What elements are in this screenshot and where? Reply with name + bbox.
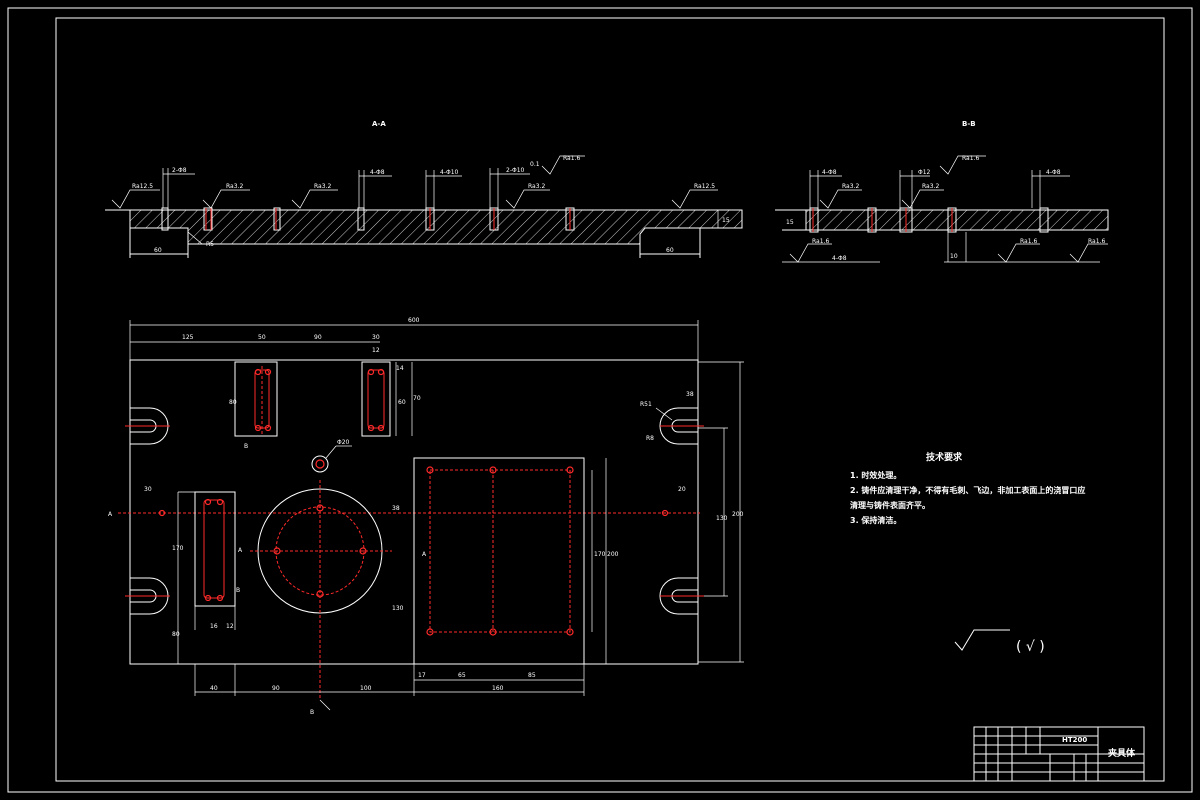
dim-right-height: 200 — [732, 511, 744, 518]
callout-aa-9: Ra1.6 — [563, 155, 580, 162]
tech-req-item-1: 1. 时效处理。 — [850, 470, 901, 480]
dim-r8: R8 — [646, 435, 654, 442]
title-block-material: HT200 — [1062, 736, 1087, 744]
section-aa-view: A-A 60 60 R5 15 — [105, 120, 743, 258]
dim-plate-130: 130 — [392, 605, 404, 612]
general-roughness-symbol: ( √ ) — [954, 629, 1045, 655]
dim-plate-38: 38 — [392, 505, 400, 512]
u-slots — [125, 407, 704, 615]
dim-r-top: 38 — [686, 391, 694, 398]
section-marker-a-left: A — [108, 511, 113, 518]
callout-bb-11: Ra1.6 — [1088, 238, 1105, 245]
callout-bb-9: 10 — [950, 253, 958, 260]
dim-bottom-65: 65 — [458, 672, 466, 679]
dim-slot3-b: 80 — [172, 631, 180, 638]
tech-req-item-2: 2. 铸件应清理干净，不得有毛刺、飞边，非加工表面上的浇冒口应 — [850, 485, 1085, 495]
dim-12: 12 — [372, 347, 380, 354]
callouts-aa: 2-Φ8 Ra12.5 Ra3.2 Ra3.2 4-Φ8 4-Φ10 2-Φ10… — [111, 155, 718, 209]
callout-aa-10: Ra12.5 — [694, 183, 715, 190]
tech-req-item-3: 清理与铸件表面齐平。 — [850, 500, 930, 510]
title-block: HT200 夹具体 — [973, 726, 1145, 782]
callout-aa-1: 2-Φ8 — [172, 167, 187, 174]
technical-requirements: 技术要求 1. 时效处理。 2. 铸件应清理干净，不得有毛刺、飞边，非加工表面上… — [850, 451, 1085, 525]
dim-bottom-85: 85 — [528, 672, 536, 679]
dim-slot3-d: 12 — [226, 623, 234, 630]
dim-slot2-c: 14 — [396, 365, 404, 372]
dim-slot1: 80 — [229, 399, 237, 406]
title-block-part-name: 夹具体 — [1108, 747, 1136, 759]
slot-block-3: 170 80 16 12 — [172, 491, 236, 664]
dim-phi20: Φ20 — [337, 439, 350, 446]
dim-aa-right: 60 — [666, 247, 674, 254]
section-marker-b-left: B — [236, 587, 240, 594]
callout-aa-2: Ra12.5 — [132, 183, 153, 190]
callout-aa-6: 4-Φ10 — [440, 169, 459, 176]
dim-slot3-a: 170 — [172, 545, 184, 552]
mounting-plate: 170 200 38 130 A — [392, 457, 619, 665]
dim-50: 50 — [258, 334, 266, 341]
bearing-boss: Φ20 A B B B — [236, 439, 392, 716]
callout-bb-7: Ra1.6 — [812, 238, 829, 245]
dim-slot2-a: 60 — [398, 399, 406, 406]
callout-aa-tol: 0.1 — [530, 161, 540, 168]
callout-bb-6: 4-Φ8 — [1046, 169, 1061, 176]
tech-req-item-4: 3. 保持清洁。 — [850, 515, 901, 525]
callout-bb-8: 4-Φ8 — [832, 255, 847, 262]
callout-aa-5: 4-Φ8 — [370, 169, 385, 176]
callout-aa-4: Ra3.2 — [314, 183, 331, 190]
plan-view: 600 125 50 90 30 12 200 130 — [108, 317, 744, 716]
inner-border — [55, 17, 1165, 782]
section-marker-a-boss: A — [238, 547, 243, 554]
dim-30: 30 — [372, 334, 380, 341]
callouts-bb: 4-Φ8 Ra3.2 Φ12 Ra3.2 Ra1.6 4-Φ8 Ra1.6 4-… — [782, 155, 1108, 263]
dim-plate-inner: 170 — [594, 551, 606, 558]
slot-block-1: 80 — [229, 361, 278, 437]
dim-right-inner: 130 — [716, 515, 728, 522]
dim-overall-width: 600 — [408, 317, 420, 324]
callout-bb-3: Φ12 — [918, 169, 931, 176]
dim-aa-left: 60 — [154, 247, 162, 254]
dim-bottom-90: 90 — [272, 685, 280, 692]
holes-aa — [161, 207, 575, 231]
dim-r51: R51 — [640, 401, 652, 408]
dim-right-x: 20 — [678, 486, 686, 493]
callout-aa-3: Ra3.2 — [226, 183, 243, 190]
callout-aa-8: Ra3.2 — [528, 183, 545, 190]
section-marker-a-plate: A — [422, 551, 427, 558]
section-marker-b-bottom: B — [310, 709, 314, 716]
section-marker-b-top: B — [244, 443, 248, 450]
callout-bb-2: Ra3.2 — [842, 183, 859, 190]
callout-aa-7: 2-Φ10 — [506, 167, 525, 174]
dim-plate-outer: 200 — [607, 551, 619, 558]
outer-border — [7, 7, 1193, 793]
roughness-suffix: ( √ ) — [1016, 639, 1045, 655]
dim-bottom-160: 160 — [492, 685, 504, 692]
tech-req-title: 技术要求 — [926, 451, 963, 463]
dim-bottom-40: 40 — [210, 685, 218, 692]
callout-bb-4: Ra3.2 — [922, 183, 939, 190]
callout-bb-1: 4-Φ8 — [822, 169, 837, 176]
dim-left-x: 30 — [144, 486, 152, 493]
dim-90: 90 — [314, 334, 322, 341]
slot-block-2: 60 70 14 — [361, 361, 421, 437]
dim-125: 125 — [182, 334, 194, 341]
section-aa-title: A-A — [372, 120, 386, 128]
dim-slot2-b: 70 — [413, 395, 421, 402]
dim-aa-radius: R5 — [206, 241, 214, 248]
section-bb-view: B-B 15 4-Φ8 Ra3.2 Φ12 Ra3.2 Ra1.6 — [775, 120, 1109, 263]
callout-bb-10: Ra1.6 — [1020, 238, 1037, 245]
dim-bottom-17: 17 — [418, 672, 426, 679]
dim-slot3-c: 16 — [210, 623, 218, 630]
dim-bb-thickness: 15 — [786, 219, 794, 226]
section-bb-title: B-B — [962, 120, 976, 128]
callout-bb-5: Ra1.6 — [962, 155, 979, 162]
dim-bottom-100: 100 — [360, 685, 372, 692]
dim-aa-thickness: 15 — [722, 217, 730, 224]
